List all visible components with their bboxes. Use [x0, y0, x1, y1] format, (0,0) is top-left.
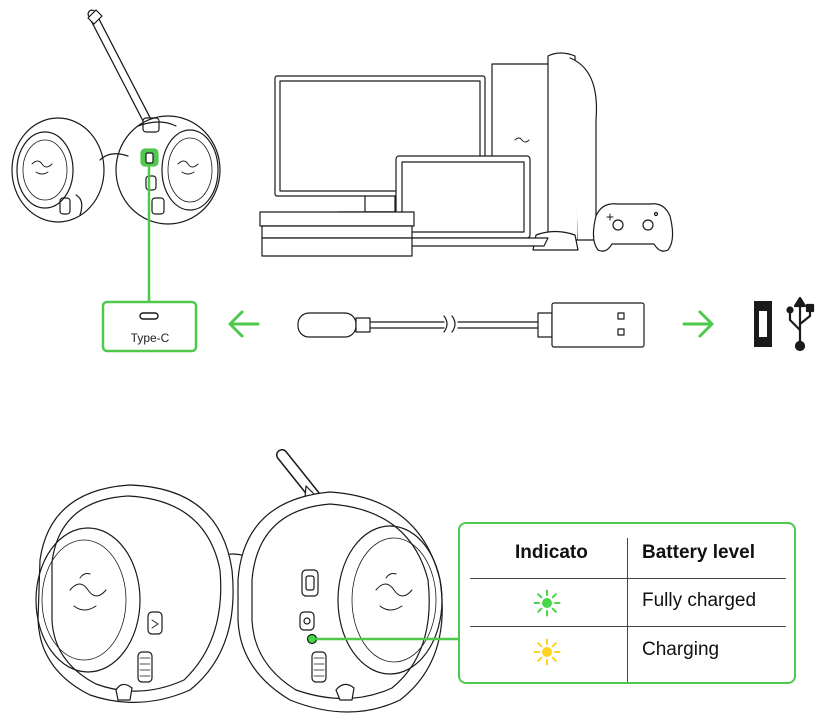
indicator-table: Indicato Battery level Fully charged Cha…: [458, 522, 796, 684]
usb-port-icon: [754, 301, 772, 347]
devices-illustration: [259, 52, 674, 257]
battery-level-charging: Charging: [642, 639, 720, 660]
headset-led-indicator: [306, 633, 318, 645]
yellow-led-icon: [533, 638, 561, 666]
usb-symbol-icon: [786, 296, 815, 352]
header-divider: [470, 578, 786, 579]
row-divider: [470, 626, 786, 627]
header-indicator: Indicato: [515, 542, 588, 563]
headset-top-illustration: [11, 9, 221, 225]
column-divider: [627, 538, 628, 682]
right-arrow-icon: [682, 310, 714, 338]
left-arrow-icon: [228, 310, 260, 338]
green-led-icon: [533, 589, 561, 617]
headset-bottom-illustration: [35, 449, 443, 713]
type-c-port-box: [101, 300, 198, 353]
type-c-port-icon: [139, 312, 159, 320]
battery-level-fully-charged: Fully charged: [642, 590, 757, 611]
usb-cable-illustration: [297, 302, 645, 348]
type-c-port-label: Type-C: [130, 331, 170, 345]
header-battery-level: Battery level: [642, 542, 756, 563]
